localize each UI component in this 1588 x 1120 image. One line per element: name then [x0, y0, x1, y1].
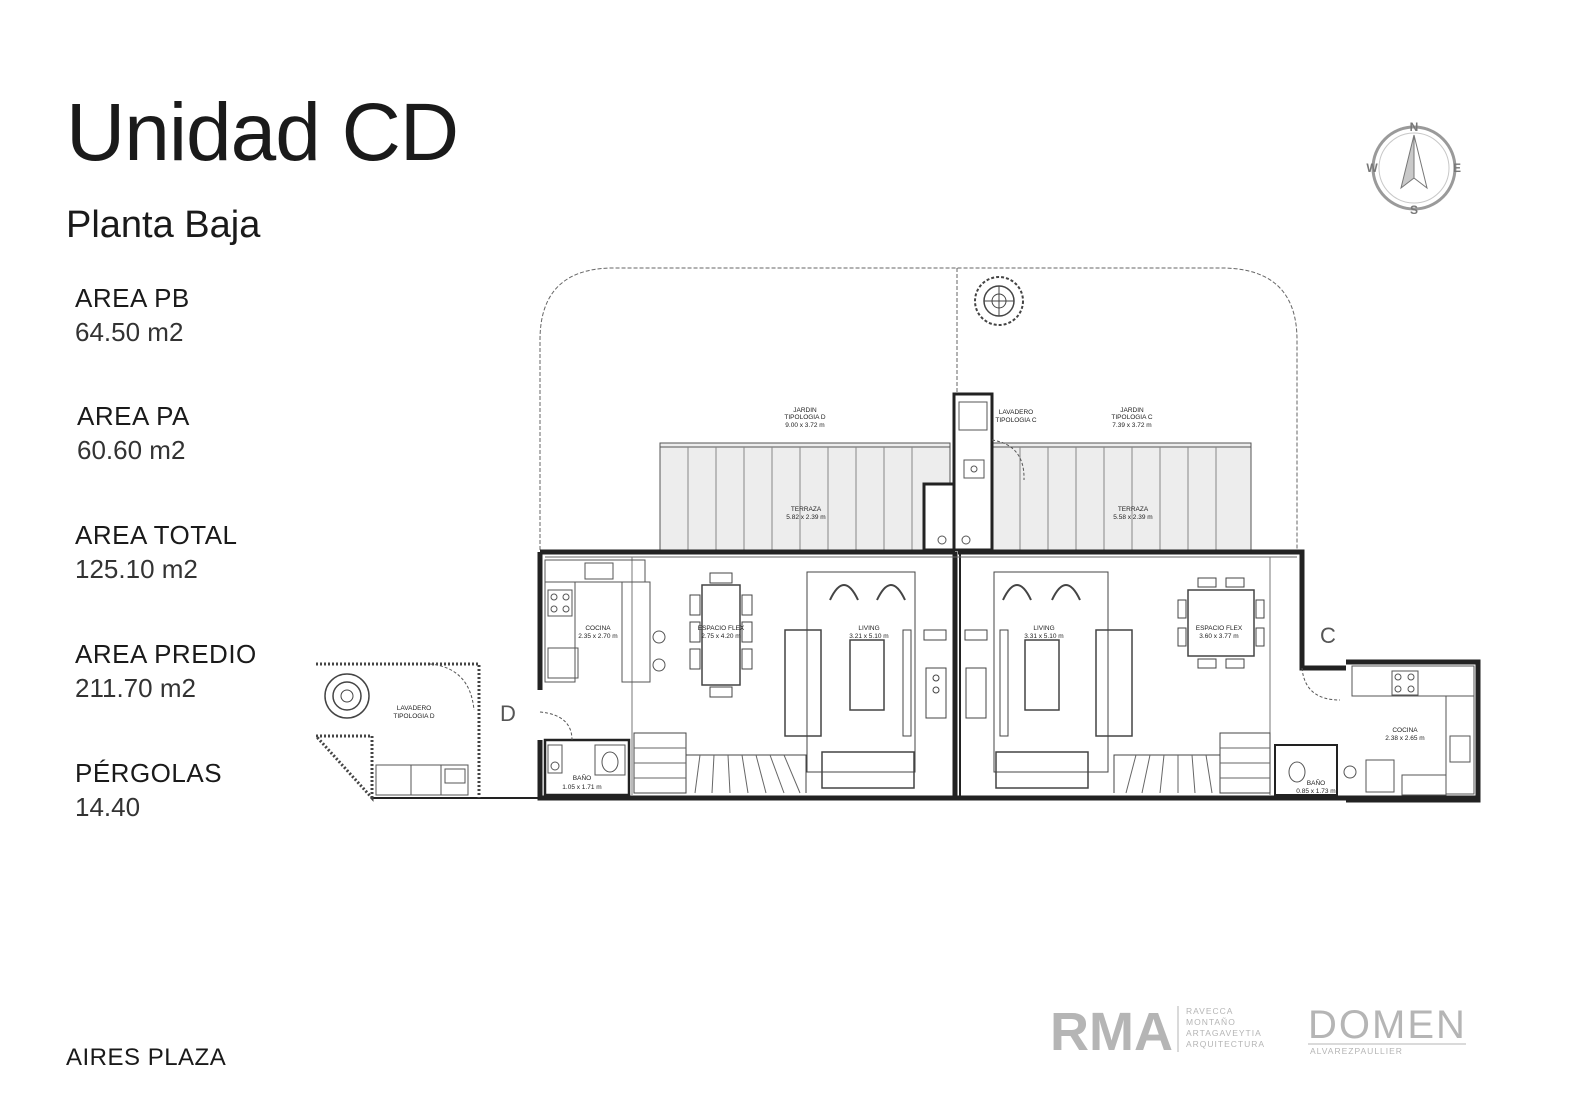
stat-label: AREA PREDIO	[75, 639, 257, 669]
unit-d-label: D	[500, 701, 516, 726]
stairs-c	[1113, 732, 1271, 794]
compass-e: E	[1453, 161, 1461, 175]
rma-logo-text: RMA	[1050, 1002, 1173, 1062]
living-c-dims: 3.31 x 5.10 m	[1024, 633, 1063, 640]
rma-line-1: RAVECCA	[1186, 1006, 1233, 1016]
lavadero-d-type: TIPOLOGIA D	[393, 713, 434, 720]
jardin-d-type: TIPOLOGIA D	[784, 414, 825, 421]
stat-area-pb: AREA PB 64.50 m2	[75, 283, 190, 352]
rma-logo: RMA RAVECCA MONTAÑO ARTAGAVEYTIA ARQUITE…	[1050, 1002, 1265, 1062]
dining-table-d	[689, 572, 753, 698]
garden-boundary	[539, 267, 1298, 550]
terraza-c-name: TERRAZA	[1118, 506, 1149, 513]
bathroom-d	[539, 711, 631, 797]
stat-pergolas: PÉRGOLAS 14.40	[75, 758, 222, 827]
cocina-c-name: COCINA	[1392, 727, 1418, 734]
jardin-c-dims: 7.39 x 3.72 m	[1112, 422, 1151, 429]
flex-d-dims: 2.75 x 4.20 m	[701, 633, 740, 640]
unit-c-label: C	[1320, 623, 1336, 648]
cocina-c-dims: 2.38 x 2.65 m	[1385, 735, 1424, 742]
dining-table-c	[1177, 577, 1265, 669]
living-d-dims: 3.21 x 5.10 m	[849, 633, 888, 640]
living-d-furniture	[784, 571, 947, 789]
stairs-d	[633, 732, 807, 794]
domen-sub-text: ALVAREZPAULLIER	[1310, 1046, 1403, 1056]
lavadero-d-name: LAVADERO	[397, 705, 431, 712]
domen-logo-text: DOMEN	[1308, 1003, 1467, 1047]
living-d-name: LIVING	[858, 625, 879, 632]
stat-value: 14.40	[75, 792, 141, 823]
lavadero-c-type: TIPOLOGIA C	[995, 417, 1036, 424]
terraza-c-dims: 5.58 x 2.39 m	[1113, 514, 1152, 521]
page-title: Unidad CD	[66, 87, 459, 178]
rma-line-3: ARTAGAVEYTIA	[1186, 1028, 1262, 1038]
stat-label: PÉRGOLAS	[75, 758, 223, 788]
living-c-furniture	[964, 571, 1133, 789]
kitchen-d-fixtures	[544, 559, 666, 683]
domen-logo: DOMEN ALVAREZPAULLIER	[1308, 1003, 1467, 1056]
bano-c-dims: 0.85 x 1.73 m	[1296, 788, 1335, 795]
kitchen-c-fixtures	[1301, 665, 1475, 796]
jardin-d-name: JARDIN	[793, 407, 817, 414]
page-subtitle: Planta Baja	[66, 204, 261, 246]
jardin-c-type: TIPOLOGIA C	[1111, 414, 1152, 421]
tree-icon	[974, 276, 1024, 326]
project-name: AIRES PLAZA	[66, 1044, 227, 1071]
rma-line-2: MONTAÑO	[1186, 1017, 1236, 1027]
rma-line-4: ARQUITECTURA	[1186, 1039, 1265, 1049]
bano-d-name: BAÑO	[573, 773, 591, 782]
jardin-d-dims: 9.00 x 3.72 m	[785, 422, 824, 429]
pergola-c	[992, 442, 1252, 552]
lavadero-d-pergola	[312, 662, 481, 802]
stat-value: 211.70 m2	[75, 673, 196, 704]
stat-value: 60.60 m2	[77, 435, 186, 466]
flex-c-name: ESPACIO FLEX	[1196, 625, 1243, 632]
stat-area-total: AREA TOTAL 125.10 m2	[75, 520, 238, 589]
bano-d-dims: 1.05 x 1.71 m	[562, 784, 601, 791]
bathroom-c	[1274, 744, 1357, 796]
jardin-c-name: JARDIN	[1120, 407, 1144, 414]
stat-label: AREA PB	[75, 283, 190, 313]
compass-n: N	[1410, 120, 1419, 134]
stat-value: 125.10 m2	[75, 554, 198, 585]
stat-value: 64.50 m2	[75, 317, 184, 348]
living-c-name: LIVING	[1033, 625, 1054, 632]
compass-icon: N S E W	[1366, 120, 1461, 217]
bano-c-name: BAÑO	[1307, 778, 1325, 787]
terraza-d-dims: 5.82 x 2.39 m	[786, 514, 825, 521]
stat-area-predio: AREA PREDIO 211.70 m2	[75, 639, 257, 708]
cocina-d-dims: 2.35 x 2.70 m	[578, 633, 617, 640]
flex-c-dims: 3.60 x 3.77 m	[1199, 633, 1238, 640]
terraza-d-name: TERRAZA	[791, 506, 822, 513]
lavadero-c-name: LAVADERO	[999, 409, 1033, 416]
cocina-d-name: COCINA	[585, 625, 611, 632]
stat-label: AREA TOTAL	[75, 520, 238, 550]
compass-s: S	[1410, 203, 1418, 217]
flex-d-name: ESPACIO FLEX	[698, 625, 745, 632]
compass-w: W	[1366, 161, 1378, 175]
pergola-d	[659, 442, 951, 552]
stat-label: AREA PA	[77, 401, 190, 431]
stat-area-pa: AREA PA 60.60 m2	[77, 401, 190, 470]
